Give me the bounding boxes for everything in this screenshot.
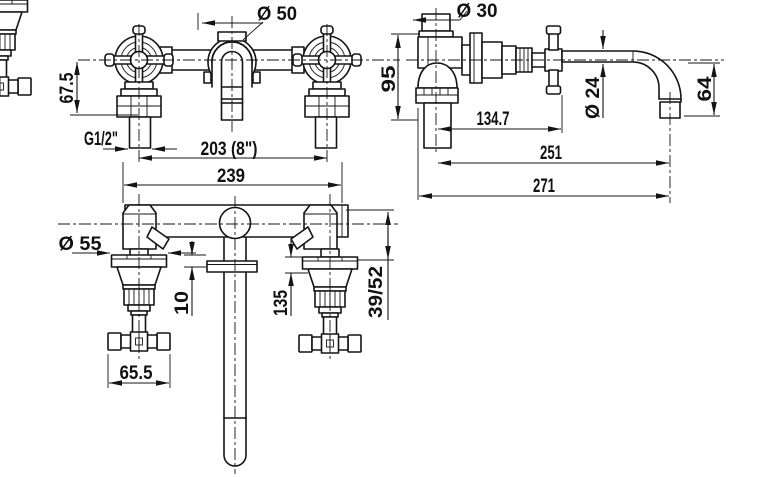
dim-front-dia50: Ø 50 bbox=[197, 4, 297, 41]
dim-plan-depth135: 135 bbox=[271, 240, 308, 316]
dim-side-drop64-label: 64 bbox=[695, 76, 716, 102]
dim-side-dia30: Ø 30 bbox=[413, 1, 498, 23]
front-centerlines bbox=[78, 16, 400, 162]
plan-view: Ø 55 10 135 39/52 65.5 bbox=[0, 0, 398, 474]
dim-side-depth271: 271 bbox=[417, 108, 669, 200]
dim-plan-width65-5: 65.5 bbox=[107, 354, 171, 388]
dim-front-centers-label: 203 (8") bbox=[201, 139, 258, 160]
dim-front-height67-5: 67.5 bbox=[57, 62, 138, 116]
dim-side-reach251-label: 251 bbox=[540, 143, 562, 164]
dim-front-width-label: 239 bbox=[217, 166, 245, 187]
side-view: Ø 30 95 134.7 Ø 24 64 251 bbox=[379, 1, 724, 203]
dim-side-depth271-label: 271 bbox=[533, 176, 555, 197]
dim-plan-depth135-label: 135 bbox=[271, 290, 292, 316]
dim-plan-width65-5-label: 65.5 bbox=[120, 363, 153, 384]
plan-body bbox=[122, 204, 349, 258]
dim-plan-flange10-label: 10 bbox=[172, 291, 193, 315]
dim-side-dia24: Ø 24 bbox=[583, 30, 606, 119]
front-view: Ø 50 67.5 G1/2" 203 (8") 239 bbox=[57, 4, 400, 203]
side-valve-body bbox=[415, 13, 547, 149]
dim-side-dia24-label: Ø 24 bbox=[583, 77, 604, 119]
plan-valve-assembly bbox=[0, 0, 32, 97]
dim-plan-flange10: 10 bbox=[172, 241, 206, 316]
plan-centerlines bbox=[58, 194, 398, 474]
dim-plan-wall39-52-label: 39/52 bbox=[366, 266, 387, 318]
dim-front-thread-label: G1/2" bbox=[84, 129, 118, 150]
dim-side-height95-label: 95 bbox=[379, 65, 400, 93]
dim-plan-wall39-52: 39/52 bbox=[346, 209, 394, 320]
dim-front-thread: G1/2" bbox=[84, 129, 177, 152]
dim-front-height-label: 67.5 bbox=[57, 72, 78, 103]
dim-front-centers203: 203 (8") bbox=[139, 139, 327, 161]
dim-front-dia50-label: Ø 50 bbox=[257, 4, 297, 25]
dim-side-depth134-7-label: 134.7 bbox=[477, 109, 510, 130]
plan-spout-tube bbox=[206, 237, 258, 467]
dim-side-drop64: 64 bbox=[684, 62, 720, 117]
dim-side-depth134-7: 134.7 bbox=[438, 95, 563, 133]
side-centerlines bbox=[406, 8, 724, 203]
dim-side-dia30-label: Ø 30 bbox=[457, 1, 498, 22]
dim-front-width239: 239 bbox=[122, 162, 343, 203]
dim-side-reach251: 251 bbox=[438, 143, 669, 166]
dim-side-height95: 95 bbox=[379, 33, 420, 121]
side-spout bbox=[561, 50, 682, 119]
dim-plan-dia55-label: Ø 55 bbox=[59, 234, 102, 255]
